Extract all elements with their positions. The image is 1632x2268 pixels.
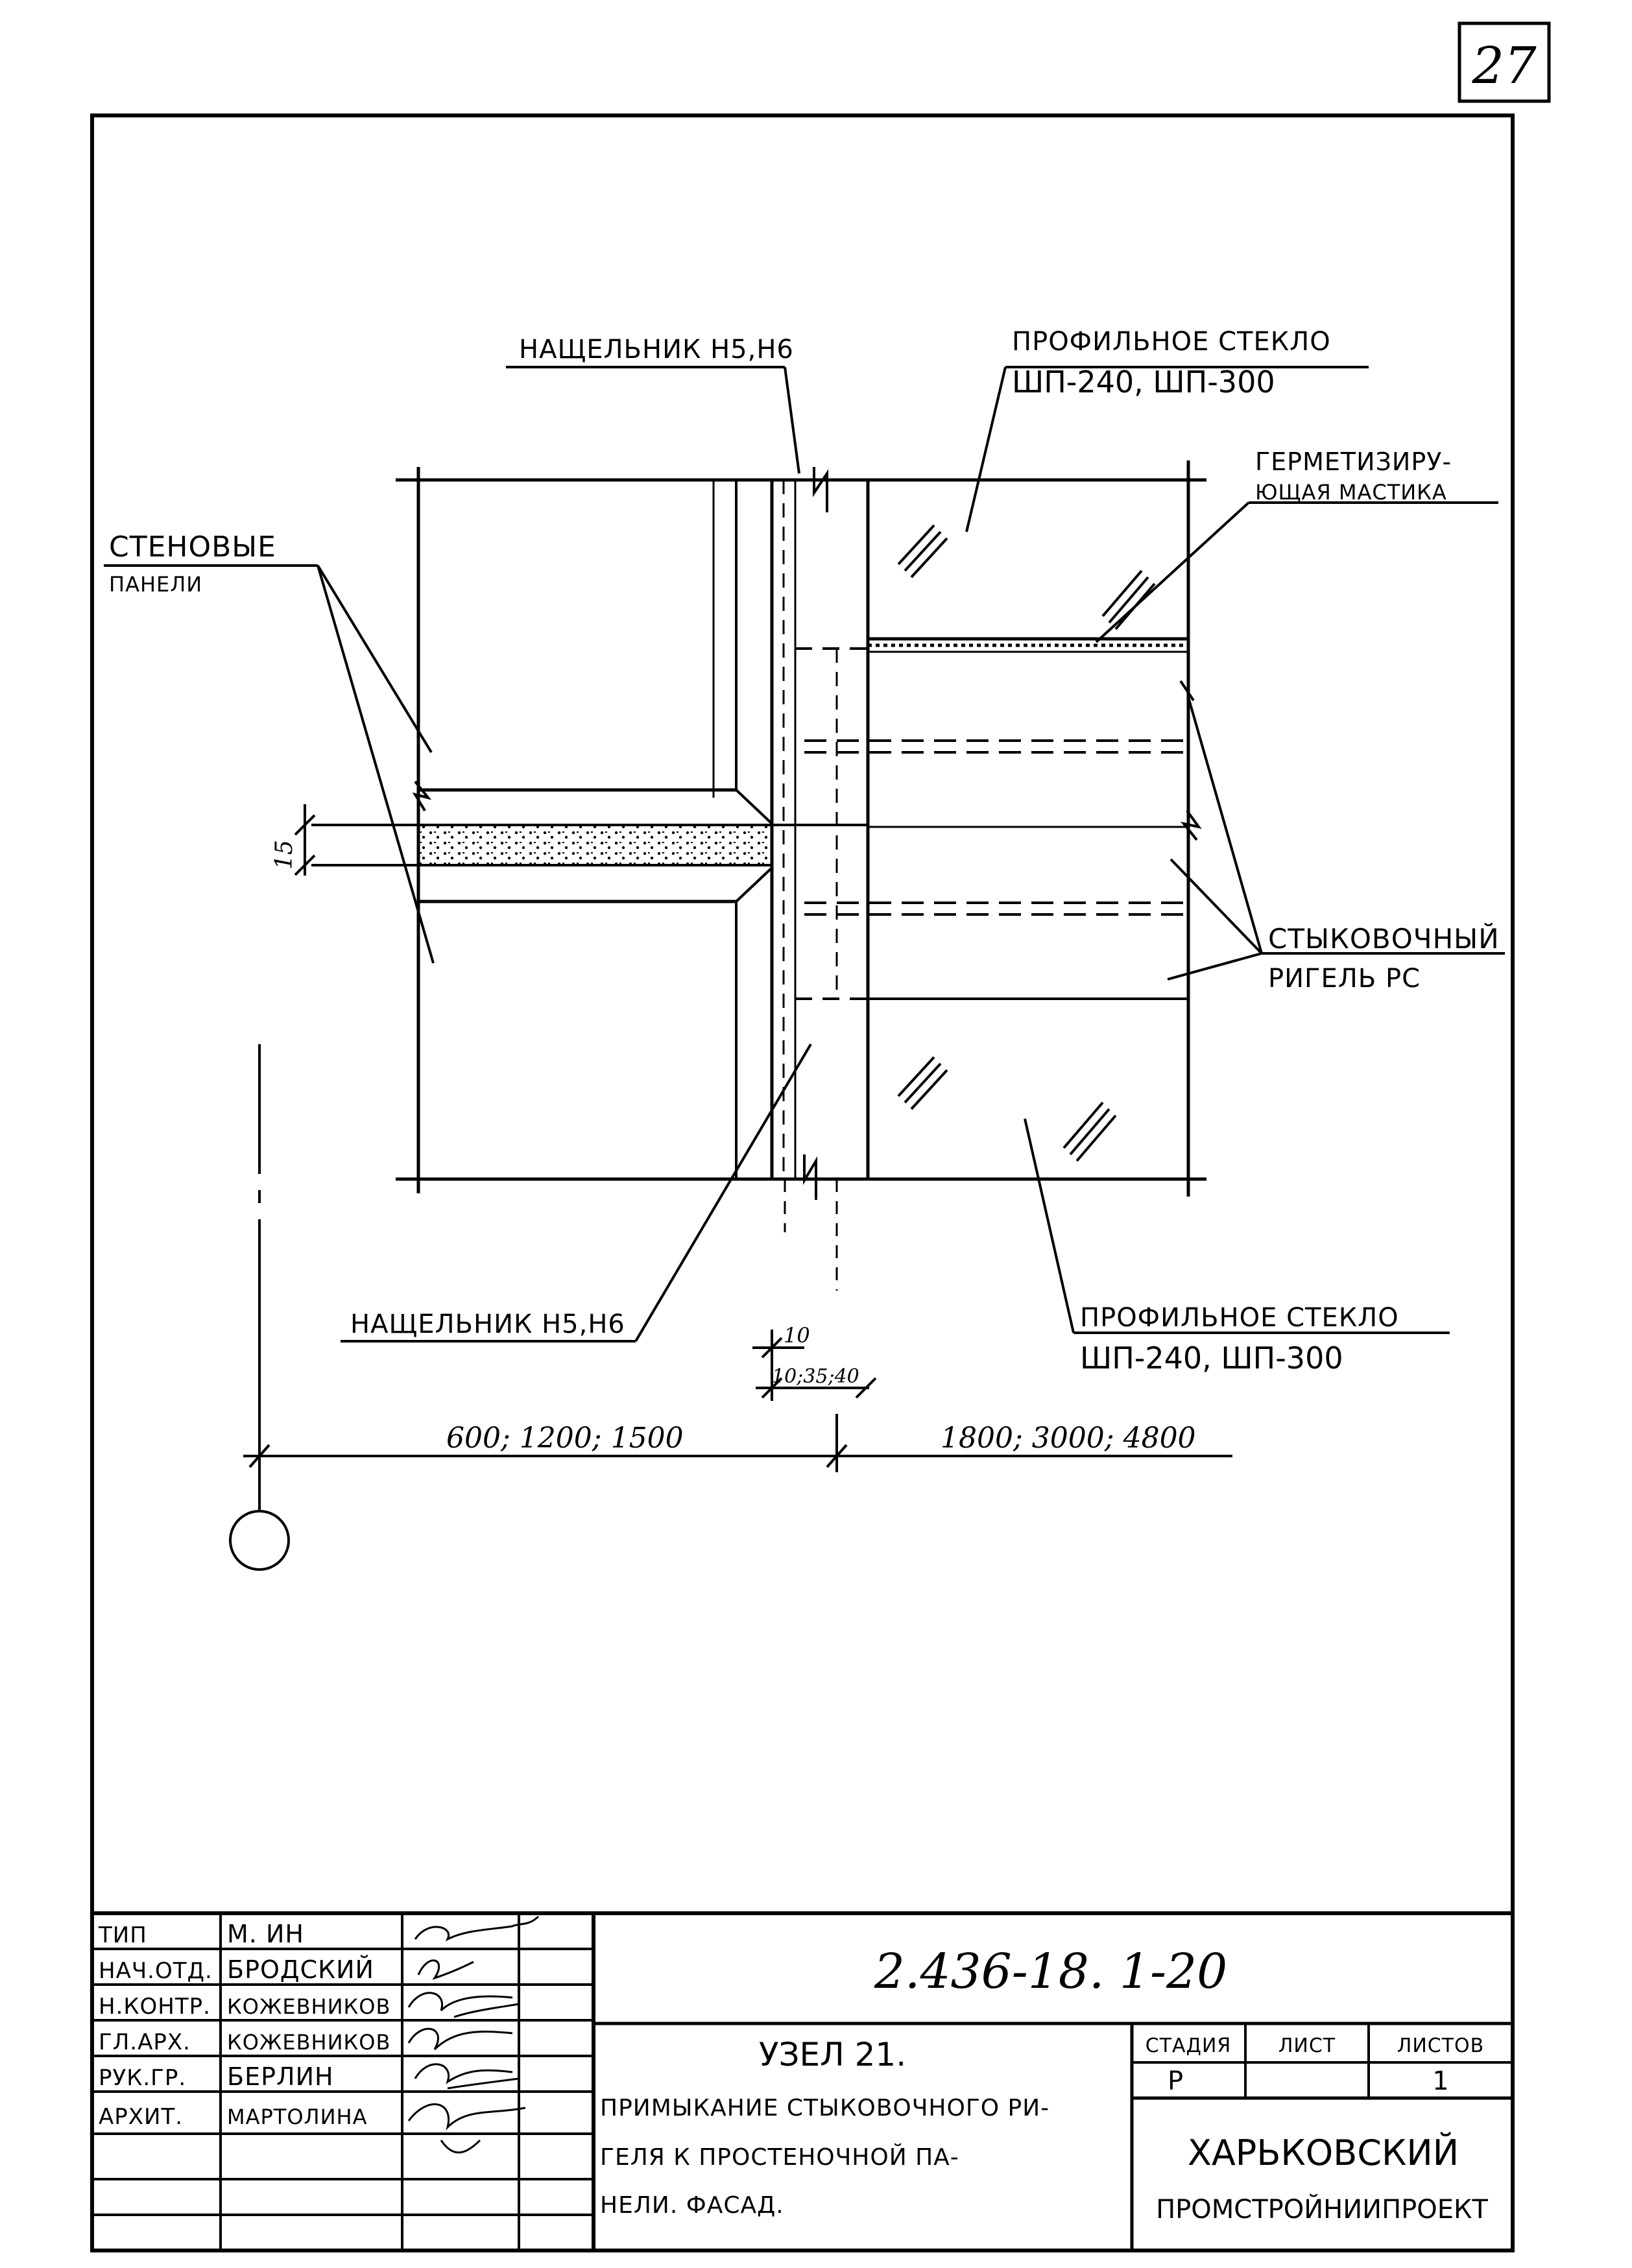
role-0: ТИП <box>98 1922 147 1948</box>
panels-label-1: СТЕНОВЫЕ <box>109 531 276 564</box>
sealant-label-1: ГЕРМЕТИЗИРУ- <box>1255 448 1452 476</box>
organization-line-2: ПРОМСТРОЙНИИПРОЕКТ <box>1156 2193 1488 2225</box>
organization-line-1: ХАРЬКОВСКИЙ <box>1188 2132 1459 2173</box>
description-line-1: ПРИМЫКАНИЕ СТЫКОВОЧНОГО РИ- <box>600 2095 1050 2121</box>
stage-header: СТАДИЯ <box>1146 2035 1232 2057</box>
name-5: МАРТОЛИНА <box>227 2105 367 2129</box>
gap-dimension-values: 10;35;40 <box>772 1365 859 1388</box>
node-title: УЗЕЛ 21. <box>759 2036 906 2073</box>
role-2: Н.КОНТР. <box>99 1994 211 2020</box>
document-code: 2.436-18. 1-20 <box>874 1944 1227 1999</box>
name-0: М. ИН <box>227 1920 304 1948</box>
glass-top-label-2: ШП-240, ШП-300 <box>1012 364 1275 400</box>
batten-bottom-label: НАЩЕЛЬНИК Н5,Н6 <box>350 1309 625 1339</box>
rail-label-1: СТЫКОВОЧНЫЙ <box>1268 922 1500 955</box>
name-4: БЕРЛИН <box>227 2062 334 2091</box>
gap-dimension-small: 10 <box>784 1323 810 1348</box>
stage-value: Р <box>1168 2066 1183 2096</box>
sheet-header: ЛИСТ <box>1278 2035 1336 2057</box>
name-2: КОЖЕВНИКОВ <box>227 1994 390 2019</box>
name-1: БРОДСКИЙ <box>227 1955 374 1984</box>
panels-label-2: ПАНЕЛИ <box>109 572 202 597</box>
role-3: ГЛ.АРХ. <box>99 2029 191 2055</box>
sheets-value: 1 <box>1432 2066 1448 2096</box>
sheet-number-box: 27 <box>1458 21 1551 103</box>
rail-label-2: РИГЕЛЬ РС <box>1268 964 1421 994</box>
signatures <box>407 1915 540 2154</box>
batten-top-label: НАЩЕЛЬНИК Н5,Н6 <box>519 335 794 364</box>
title-block <box>92 1911 1513 2250</box>
glass-bottom-label-1: ПРОФИЛЬНОЕ СТЕКЛО <box>1080 1303 1399 1333</box>
description-line-3: НЕЛИ. ФАСАД. <box>600 2192 784 2219</box>
joint-dimension: 15 <box>271 840 298 870</box>
dimension-lines <box>229 804 1232 1571</box>
node-detail <box>311 460 1206 1291</box>
name-3: КОЖЕВНИКОВ <box>227 2030 390 2055</box>
annotations <box>104 366 1505 1343</box>
drawing-frame <box>90 113 1515 2252</box>
sealant-label-2: ЮЩАЯ МАСТИКА <box>1255 480 1447 505</box>
glass-top-label-1: ПРОФИЛЬНОЕ СТЕКЛО <box>1012 327 1331 357</box>
sheet-number: 27 <box>1471 37 1537 95</box>
role-1: НАЧ.ОТД. <box>99 1958 213 1984</box>
role-5: АРХИТ. <box>99 2104 183 2130</box>
right-span-dimension: 1800; 3000; 4800 <box>941 1422 1196 1455</box>
left-span-dimension: 600; 1200; 1500 <box>446 1422 684 1455</box>
dimension-texts: 15 10 10;35;40 600; 1200; 1500 1800; 300… <box>271 840 1196 1455</box>
glass-bottom-label-2: ШП-240, ШП-300 <box>1080 1341 1343 1376</box>
sheets-header: ЛИСТОВ <box>1397 2035 1484 2057</box>
role-4: РУК.ГР. <box>99 2065 186 2091</box>
label-texts: НАЩЕЛЬНИК Н5,Н6 ПРОФИЛЬНОЕ СТЕКЛО ШП-240… <box>109 327 1500 1376</box>
title-block-texts: 2.436-18. 1-20 ТИП НАЧ.ОТД. Н.КОНТР. ГЛ.… <box>98 1920 1488 2225</box>
description-line-2: ГЕЛЯ К ПРОСТЕНОЧНОЙ ПА- <box>600 2143 959 2171</box>
